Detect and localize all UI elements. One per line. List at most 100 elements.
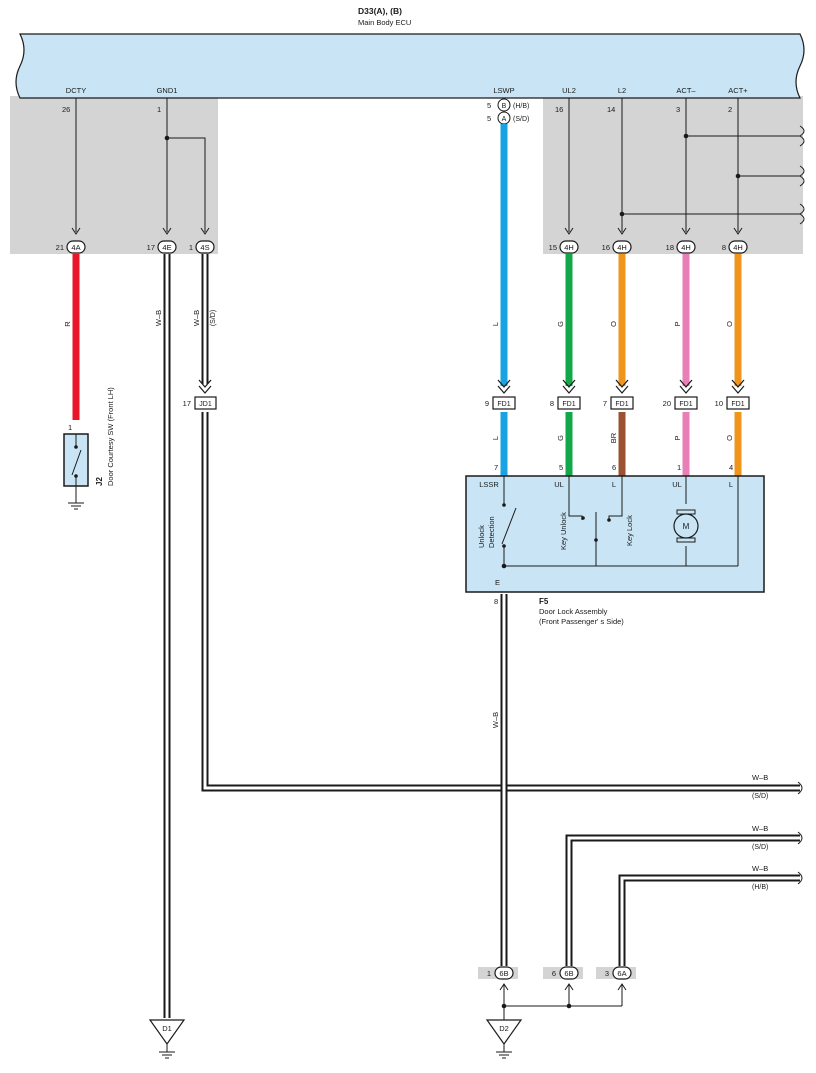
- pin-num-act-plus: 2: [728, 105, 732, 114]
- svg-text:4H: 4H: [681, 243, 691, 252]
- wire-codes-lower: L G BR P O: [491, 432, 734, 443]
- svg-text:(S/D): (S/D): [752, 793, 768, 800]
- svg-text:R: R: [63, 321, 72, 327]
- svg-text:4H: 4H: [733, 243, 743, 252]
- svg-text:JD1: JD1: [199, 401, 212, 408]
- ecu-internal-lines: [75, 98, 805, 232]
- svg-text:D1: D1: [162, 1024, 172, 1033]
- svg-text:6: 6: [612, 463, 616, 472]
- svg-text:4E: 4E: [162, 243, 171, 252]
- svg-text:6A: 6A: [617, 969, 626, 978]
- svg-text:D2: D2: [499, 1024, 509, 1033]
- junction-6b-6: 6B 6: [552, 966, 579, 980]
- svg-text:17: 17: [183, 399, 191, 408]
- svg-text:5: 5: [559, 463, 563, 472]
- assembly-ref: F5: [539, 597, 549, 606]
- bottom-junctions: 6B 1 6B 6 6A 3: [478, 966, 636, 1020]
- svg-text:FD1: FD1: [679, 401, 692, 408]
- svg-text:3: 3: [605, 969, 609, 978]
- wire-codes-upper: R W–B W–B (S/D) L G O P O: [63, 310, 734, 327]
- ecu-arrowheads: [71, 227, 743, 235]
- connector-jd1: JD1 17: [183, 396, 217, 410]
- switch-ref: J2: [95, 477, 104, 486]
- junction-4e: 4E 17: [147, 240, 177, 254]
- svg-text:18: 18: [666, 243, 674, 252]
- svg-text:Detection: Detection: [487, 516, 496, 548]
- pin-label-act-plus: ACT+: [728, 86, 748, 95]
- ecu-panel-left: [10, 96, 218, 254]
- svg-text:FD1: FD1: [731, 401, 744, 408]
- junction-connectors-top: 4A 21 4E 17 4S 1 4H 15 4H 16 4H 18: [56, 240, 748, 254]
- svg-text:W–B: W–B: [154, 310, 163, 326]
- pin-label-gnd1: GND1: [157, 86, 178, 95]
- svg-text:P: P: [673, 321, 682, 326]
- motor-icon: M: [673, 509, 699, 543]
- svg-text:21: 21: [56, 243, 64, 252]
- svg-text:L: L: [491, 436, 500, 440]
- svg-text:LSSR: LSSR: [479, 480, 499, 489]
- junction-6a-3: 6A 3: [605, 966, 632, 980]
- connector-fd1-10: FD1 10: [715, 396, 750, 410]
- junction-6b-1: 6B 1: [487, 966, 514, 980]
- lswp-conn-a-label: A: [502, 116, 507, 123]
- assembly-name: Door Lock Assembly: [539, 607, 608, 616]
- svg-text:10: 10: [715, 399, 723, 408]
- svg-text:FD1: FD1: [562, 401, 575, 408]
- svg-text:1: 1: [68, 423, 72, 432]
- svg-text:4H: 4H: [617, 243, 627, 252]
- ecu-ref: D33(A), (B): [358, 6, 402, 16]
- svg-text:G: G: [556, 321, 565, 327]
- svg-text:FD1: FD1: [615, 401, 628, 408]
- svg-text:BR: BR: [609, 432, 618, 443]
- pin-label-dcty: DCTY: [66, 86, 86, 95]
- wire-code-assy-ground: W–B: [491, 712, 500, 728]
- right-wire-labels: W–B (S/D) W–B (S/D) W–B (H/B): [752, 773, 803, 891]
- pin-num-act-minus: 3: [676, 105, 680, 114]
- svg-text:W–B: W–B: [192, 310, 201, 326]
- ecu-name: Main Body ECU: [358, 18, 411, 27]
- pin-num-l2: 14: [607, 105, 615, 114]
- svg-text:UL: UL: [672, 480, 682, 489]
- connector-fd1-8: FD1 8: [550, 396, 581, 410]
- pin-num-dcty: 26: [62, 105, 70, 114]
- svg-text:L: L: [729, 480, 733, 489]
- svg-text:9: 9: [485, 399, 489, 408]
- svg-text:1: 1: [677, 463, 681, 472]
- svg-text:L: L: [612, 480, 616, 489]
- svg-text:(H/B): (H/B): [752, 884, 768, 891]
- svg-text:6B: 6B: [564, 969, 573, 978]
- switch-name: Door Courtesy SW (Front LH): [106, 387, 115, 486]
- svg-text:6: 6: [552, 969, 556, 978]
- svg-text:17: 17: [147, 243, 155, 252]
- svg-text:Key Lock: Key Lock: [625, 515, 634, 546]
- junction-4h-8: 4H 8: [722, 240, 748, 254]
- ground-d1: D1: [148, 1019, 186, 1059]
- svg-text:4S: 4S: [200, 243, 209, 252]
- svg-text:20: 20: [663, 399, 671, 408]
- connector-fd1-9: FD1 9: [485, 396, 516, 410]
- junction-4h-15: 4H 15: [549, 240, 579, 254]
- svg-text:16: 16: [602, 243, 610, 252]
- svg-text:O: O: [725, 321, 734, 327]
- svg-text:(S/D): (S/D): [210, 310, 217, 326]
- connector-fd1-7: FD1 7: [603, 396, 634, 410]
- lswp-conn-b: [497, 98, 511, 112]
- svg-text:7: 7: [603, 399, 607, 408]
- lswp-tag-a: (S/D): [513, 116, 529, 123]
- lswp-conn-b-label: B: [502, 103, 507, 110]
- svg-text:8: 8: [494, 597, 498, 606]
- svg-text:8: 8: [722, 243, 726, 252]
- svg-text:6B: 6B: [499, 969, 508, 978]
- junction-4h-18: 4H 18: [666, 240, 696, 254]
- jd1-chevrons: [198, 379, 212, 394]
- fd1-chevrons: [497, 379, 745, 394]
- svg-text:M: M: [683, 522, 690, 531]
- svg-text:G: G: [556, 435, 565, 441]
- svg-text:W–B: W–B: [752, 773, 768, 782]
- svg-text:7: 7: [494, 463, 498, 472]
- svg-text:1: 1: [189, 243, 193, 252]
- junction-4a: 4A 21: [56, 240, 86, 254]
- svg-text:4A: 4A: [71, 243, 80, 252]
- lswp-pin-a: 5: [487, 114, 491, 123]
